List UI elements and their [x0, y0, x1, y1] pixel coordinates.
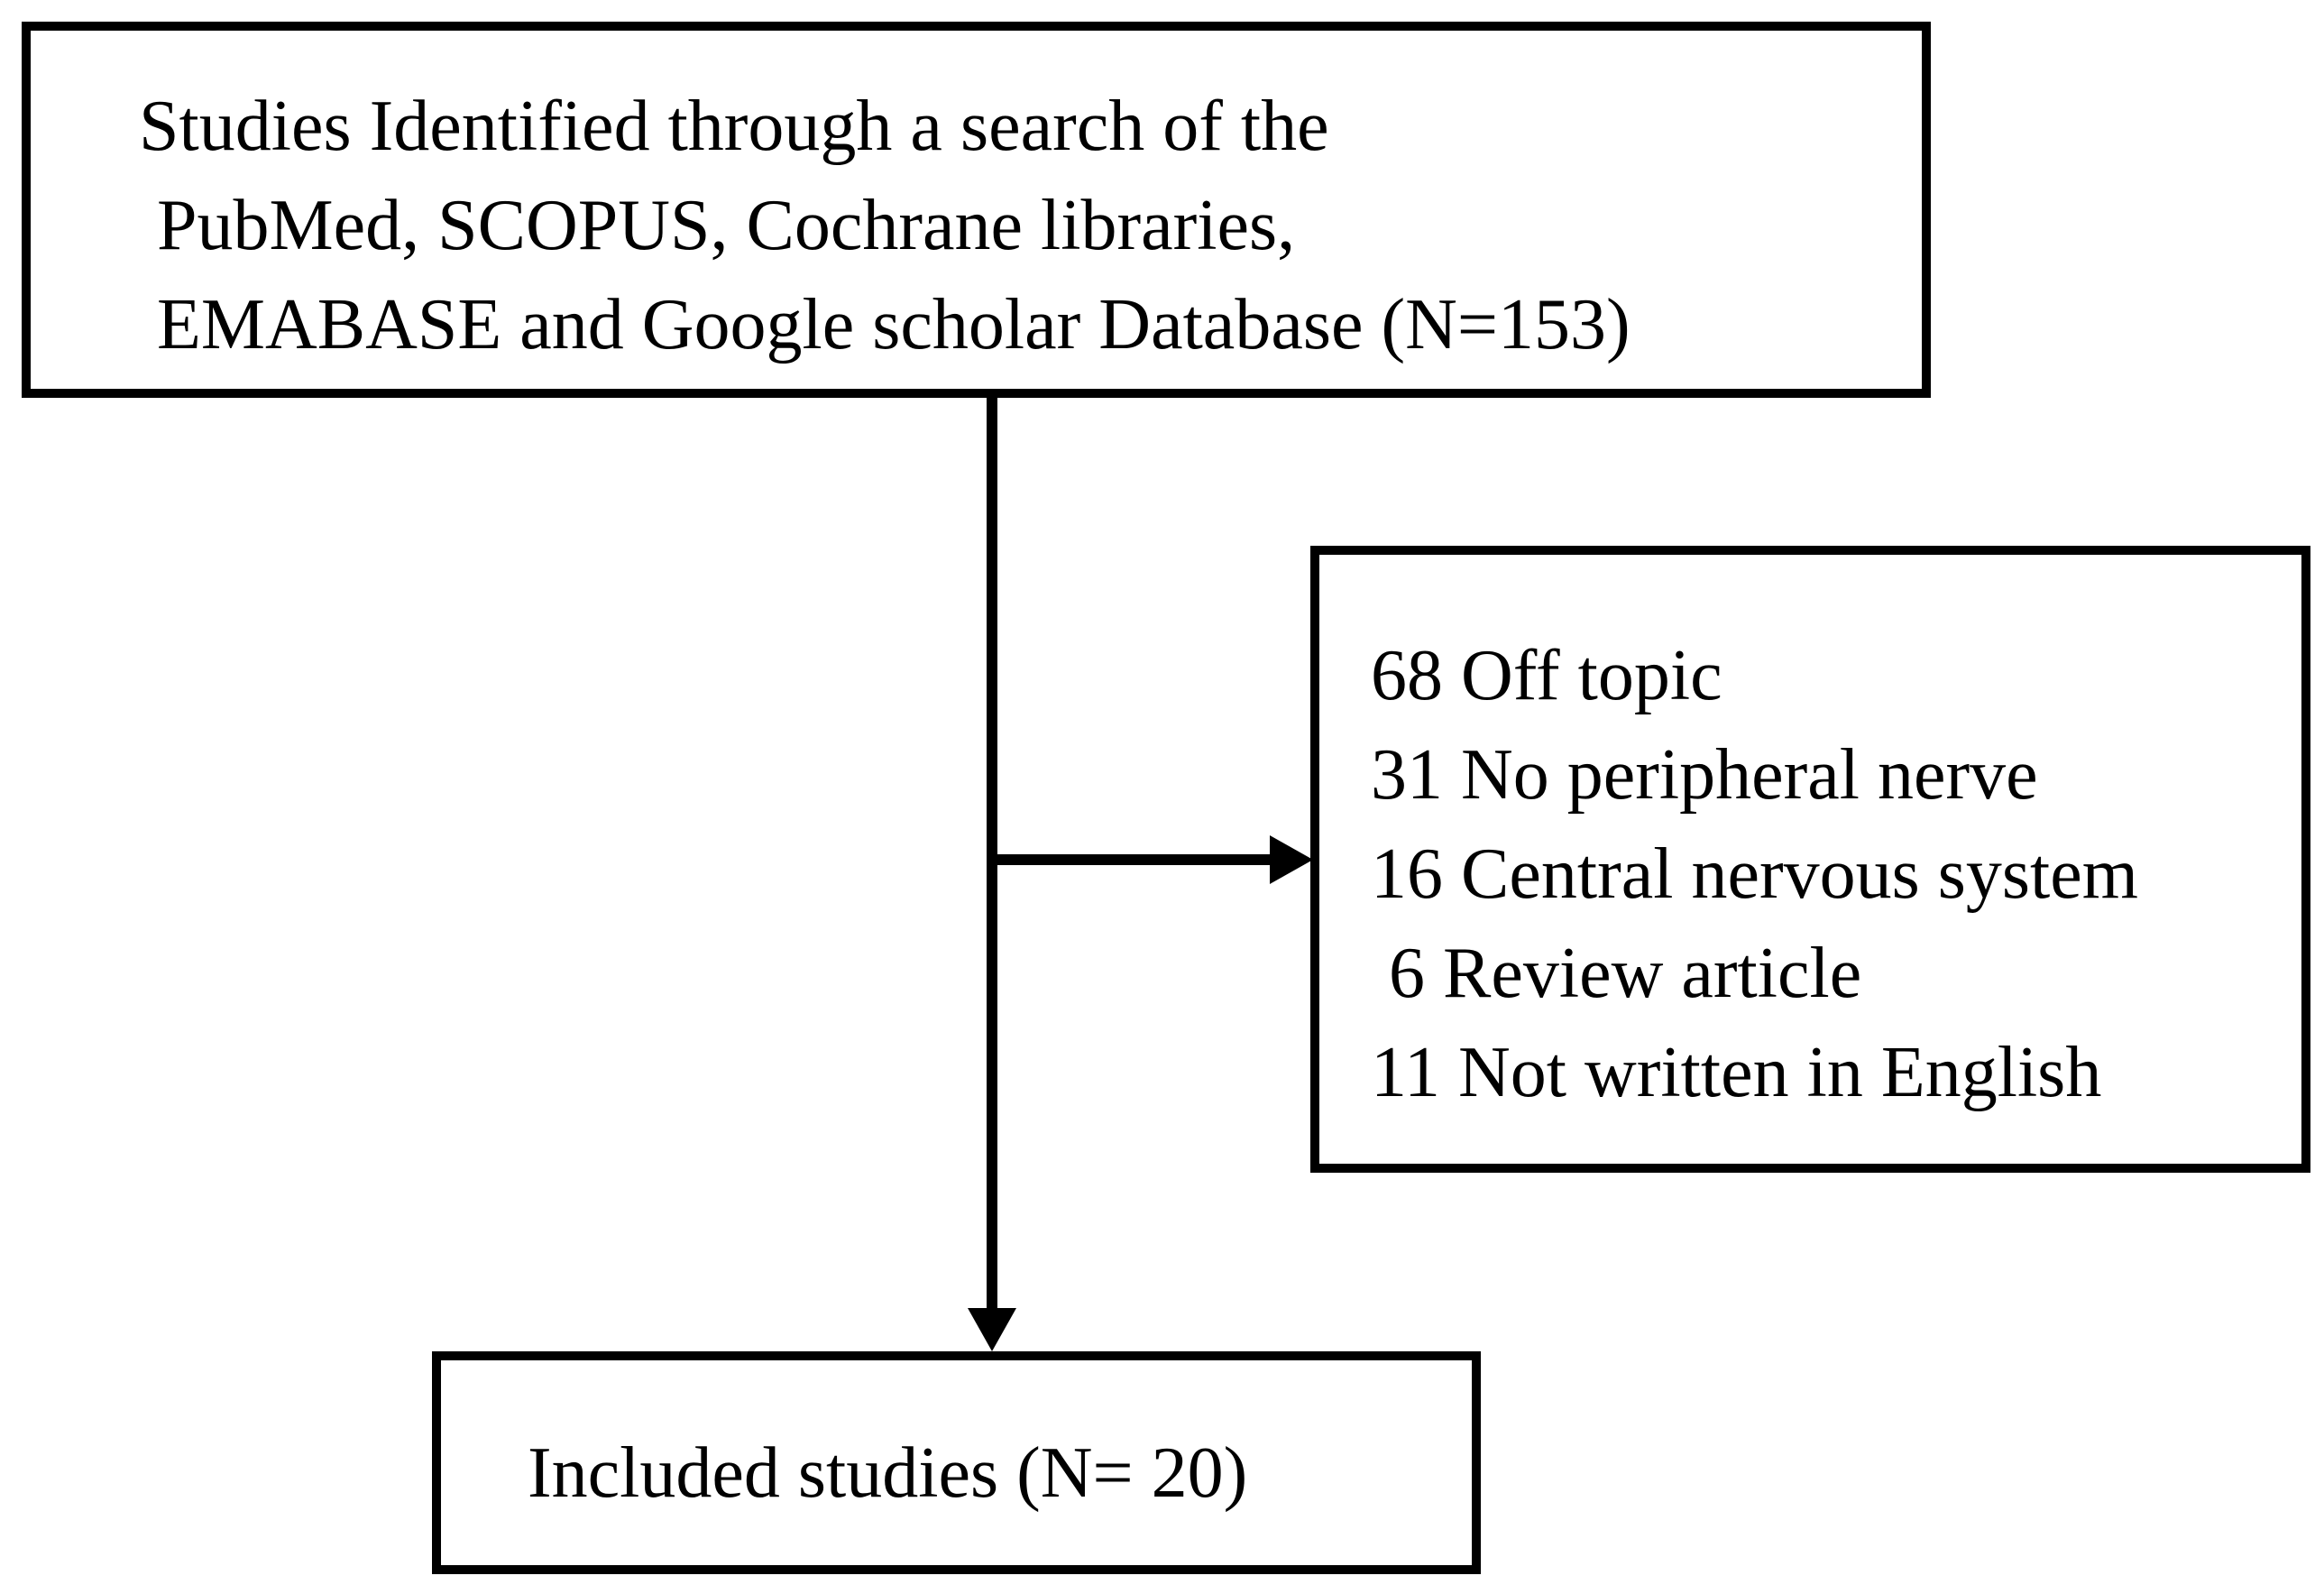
search-line-2: PubMed, SCOPUS, Cochrane libraries,: [139, 186, 1296, 265]
excluded-line-central-nervous-system: 16 Central nervous system: [1371, 834, 2138, 914]
included-line: Included studies (N= 20): [528, 1433, 1248, 1513]
right-arrowhead: [1270, 835, 1313, 884]
excluded-line-no-peripheral-nerve: 31 No peripheral nerve: [1371, 735, 2038, 815]
excluded-line-off-topic: 68 Off topic: [1371, 636, 1722, 715]
search-line-1: Studies Identified through a search of t…: [139, 87, 1329, 166]
search-results-box: Studies Identified through a search of t…: [22, 22, 1931, 398]
excluded-line-review-article: 6 Review article: [1371, 934, 1862, 1013]
search-line-3: EMABASE and Google scholar Database (N=1…: [139, 285, 1630, 364]
excluded-line-not-english: 11 Not written in English: [1371, 1033, 2102, 1112]
excluded-studies-box: 68 Off topic 31 No peripheral nerve 16 C…: [1310, 546, 2310, 1173]
included-studies-box: Included studies (N= 20): [432, 1351, 1481, 1574]
down-arrowhead: [968, 1308, 1016, 1351]
